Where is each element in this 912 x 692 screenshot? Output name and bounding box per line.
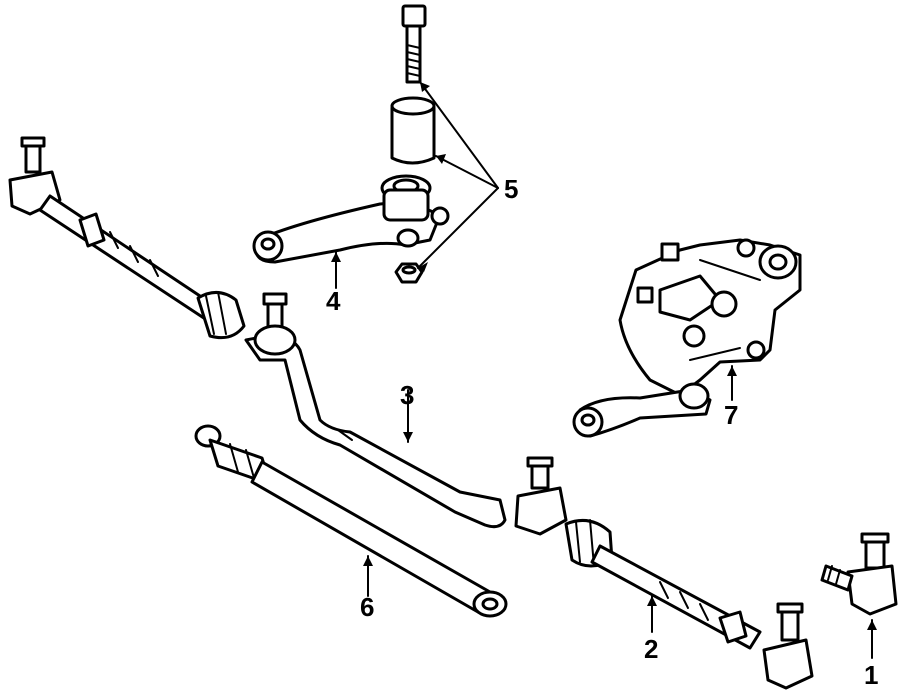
callout-5: 5	[504, 174, 518, 204]
part-4-idler-arm	[252, 174, 450, 264]
leader-lines	[331, 81, 877, 659]
callout-1: 1	[864, 660, 878, 690]
callout-4: 4	[326, 286, 341, 316]
callout-3: 3	[400, 380, 414, 410]
part-2-tie-rod	[514, 456, 814, 690]
callout-6: 6	[360, 592, 374, 622]
part-5-nut	[394, 262, 424, 284]
part-5-sleeve	[390, 96, 436, 165]
part-7-steering-gear	[572, 238, 802, 438]
part-3-center-link	[244, 292, 507, 529]
left-tie-rod	[8, 136, 246, 340]
callout-2: 2	[644, 634, 658, 664]
part-5-bolt	[401, 4, 427, 84]
part-1-tie-rod-end	[820, 532, 898, 616]
callout-7: 7	[724, 400, 738, 430]
part-6-steering-damper	[194, 424, 508, 618]
